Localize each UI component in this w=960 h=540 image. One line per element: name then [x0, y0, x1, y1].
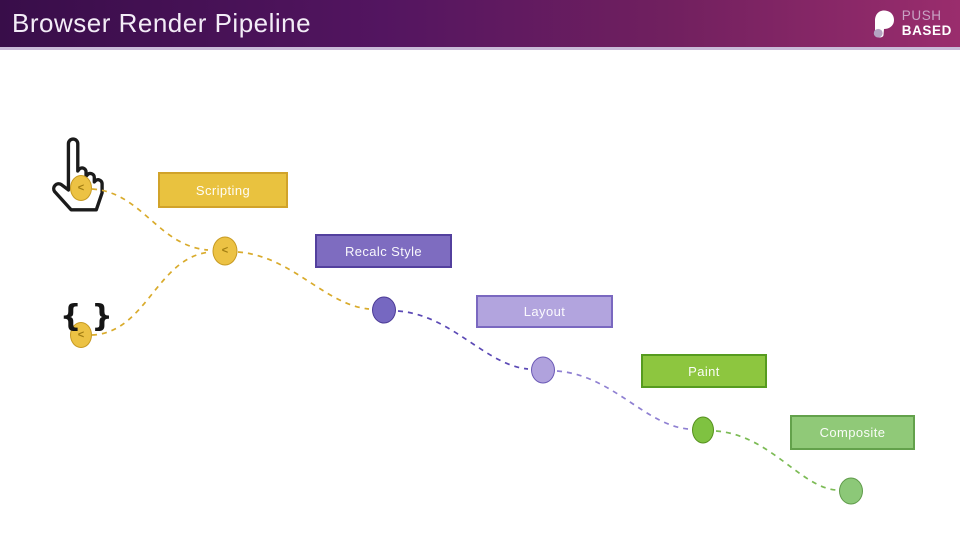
code-tag-glyph: < — [77, 328, 85, 341]
pushbased-logo: PUSH BASED — [871, 9, 960, 39]
curly-braces: { } — [60, 302, 113, 332]
stage-label: Composite — [819, 425, 886, 440]
node-recalc-style — [372, 296, 396, 324]
node-paint — [692, 416, 714, 444]
code-tag-glyph: < — [221, 244, 229, 257]
pushbased-logo-text: PUSH BASED — [901, 8, 952, 38]
node-scripting-merge: < — [212, 236, 238, 266]
logo-word-based: BASED — [901, 22, 952, 38]
logo-word-push: PUSH — [901, 8, 942, 24]
pushbased-logo-icon — [873, 10, 894, 37]
stage-label: Layout — [523, 304, 566, 319]
edge-paint-to-composite — [715, 430, 837, 491]
stage-box-scripting: Scripting — [158, 172, 288, 208]
stage-label: Paint — [688, 363, 720, 379]
brace-open: { — [60, 299, 82, 334]
header-bar: Browser Render Pipeline PUSH BASED — [0, 0, 960, 50]
page-title: Browser Render Pipeline — [12, 8, 312, 38]
edge-script-bottom-to-merge — [91, 251, 212, 336]
brace-close: } — [91, 299, 113, 334]
stage-box-layout: Layout — [476, 295, 613, 328]
stage-label: Scripting — [195, 182, 251, 198]
node-script-source-2: < — [70, 322, 92, 348]
pipeline-curves — [91, 188, 837, 491]
node-layout — [531, 356, 555, 384]
code-tag-glyph: < — [77, 181, 85, 194]
node-script-source-1: < — [70, 175, 92, 201]
stage-label: Recalc Style — [344, 243, 423, 259]
node-composite — [839, 477, 863, 505]
stage-box-composite: Composite — [790, 415, 915, 450]
stage-box-paint: Paint — [641, 354, 767, 388]
pipeline-diagram: < < < Scripting Recalc Style Layout Pain… — [0, 50, 960, 540]
stage-box-recalc-style: Recalc Style — [315, 234, 452, 268]
